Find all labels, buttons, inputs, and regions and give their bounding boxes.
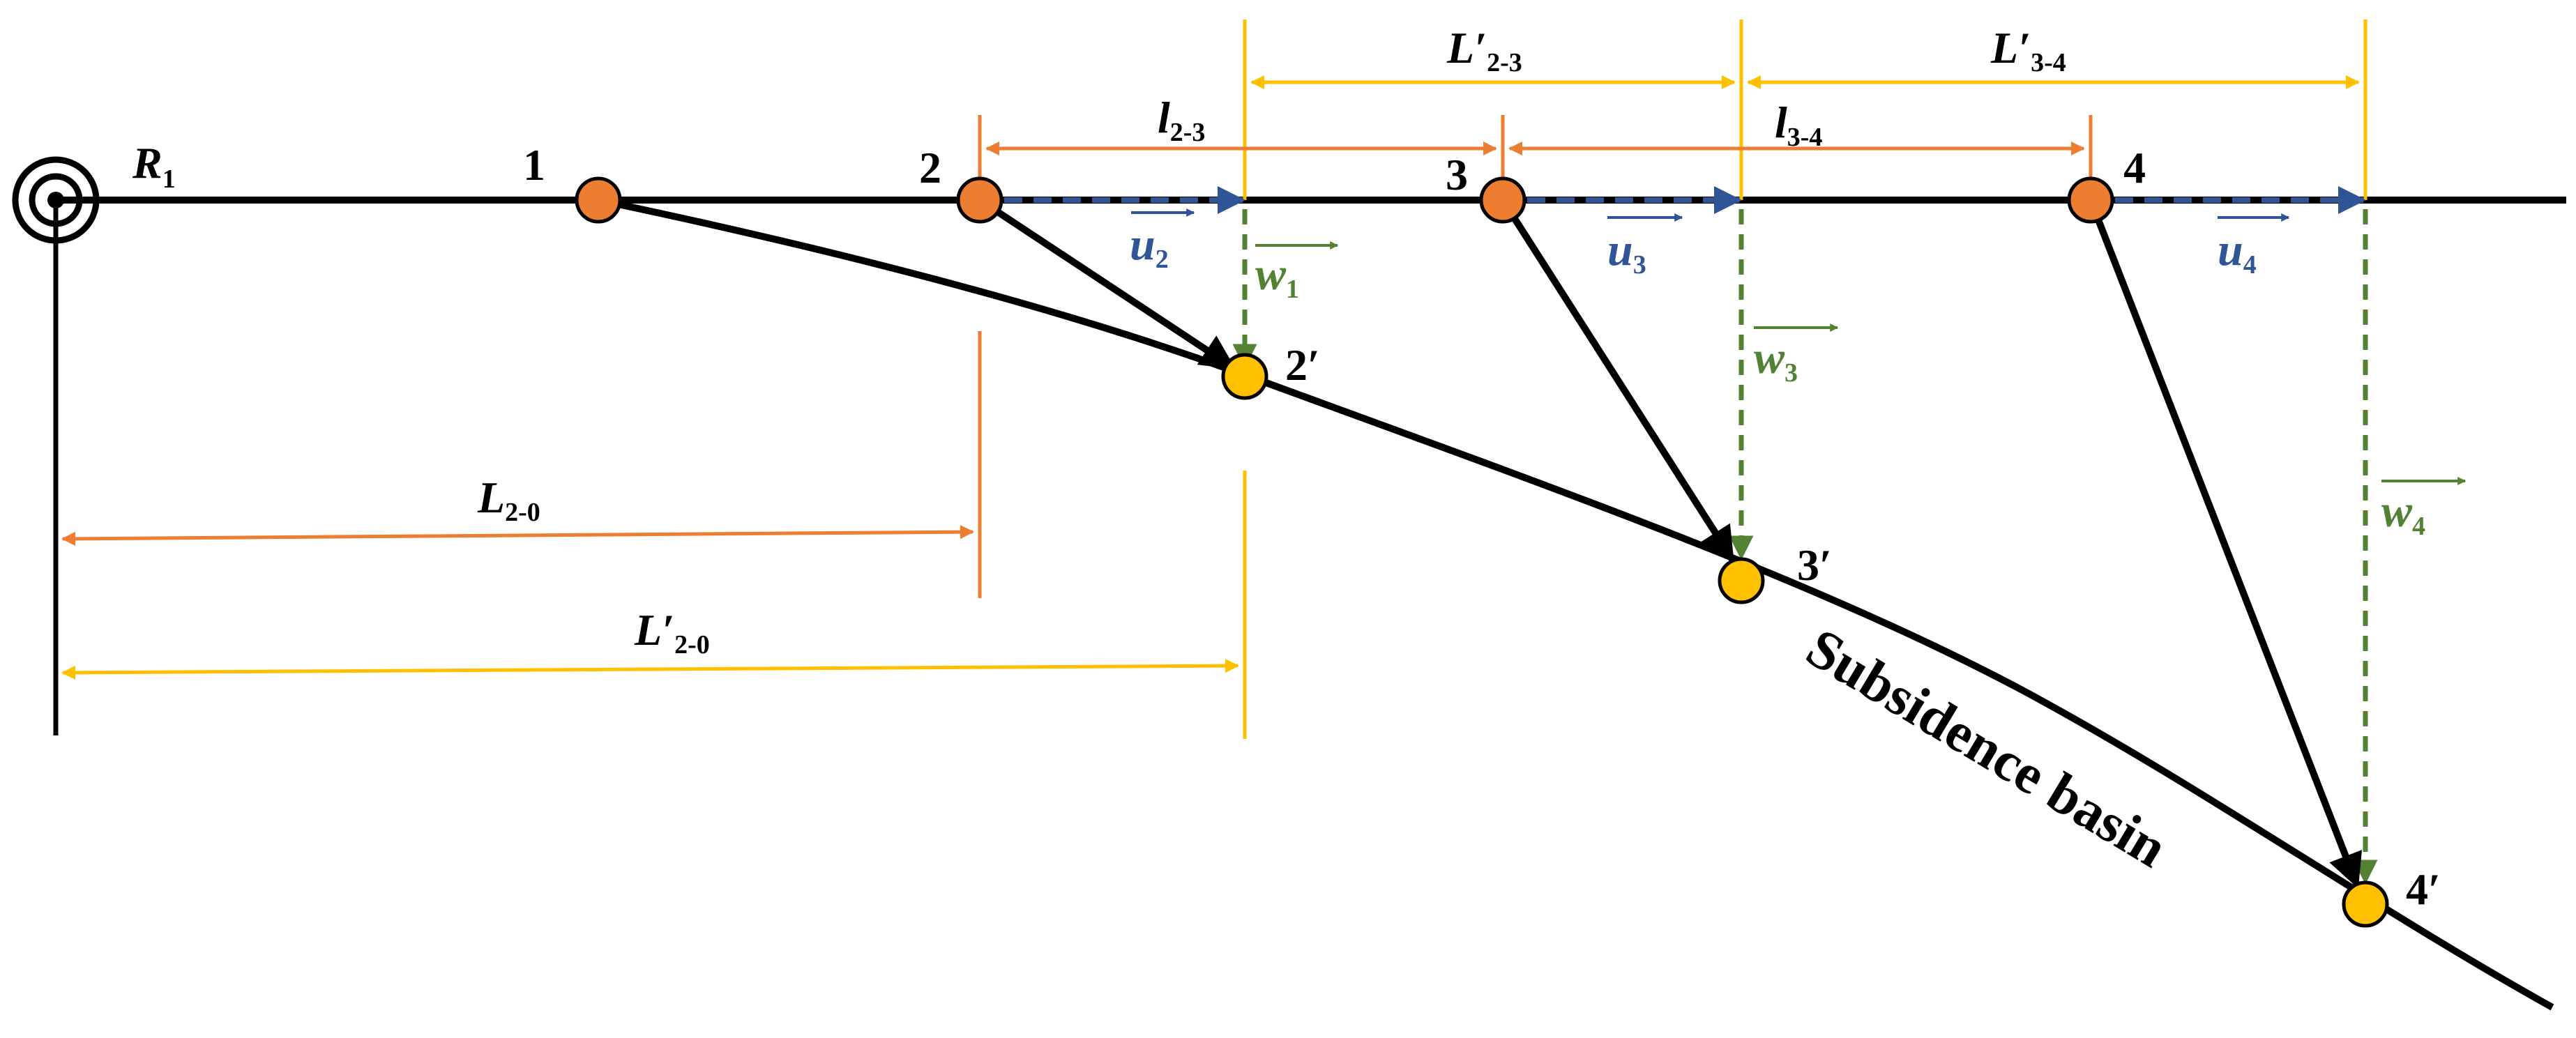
movement-arrow-2 [978,197,1236,371]
label-u3: u3 [1607,224,1646,280]
label-Lp23: L′2-3 [1446,23,1522,77]
label-l23: l2-3 [1158,93,1205,147]
label-w1: w1 [1255,249,1299,304]
label-point-4: 4 [2123,143,2146,192]
label-L20: L2-0 [477,473,540,527]
label-point-2-moved: 2′ [1285,340,1320,390]
point-3 [1479,176,1526,224]
label-w3: w3 [1754,333,1798,388]
label-Lp20: L′2-0 [634,605,710,659]
movement-arrow-4 [2087,199,2363,889]
label-point-2: 2 [919,143,941,192]
label-point-1: 1 [523,140,545,190]
label-u4: u4 [2218,224,2257,280]
point-4 [2067,176,2114,224]
point-4-moved [2342,880,2389,928]
label-Lp34: L′3-4 [1990,23,2066,77]
dim-L20 [61,525,974,546]
subsidence-curve [597,197,2554,1011]
point-2-moved [1221,353,1268,400]
label-point-4-moved: 4′ [2406,864,2441,914]
label-l34: l3-4 [1775,98,1822,152]
label-u2: u2 [1130,219,1169,274]
label-w4: w4 [2381,486,2425,541]
label-point-3: 3 [1446,150,1468,199]
point-2 [956,176,1003,224]
label-point-3-moved: 3′ [1797,540,1832,590]
point-3-moved [1718,557,1765,604]
dim-Lp20 [61,659,1239,680]
label-origin: R1 [132,138,176,194]
movement-arrow-3 [1499,198,1736,563]
point-1 [575,176,622,224]
origin-target-icon [12,156,100,244]
